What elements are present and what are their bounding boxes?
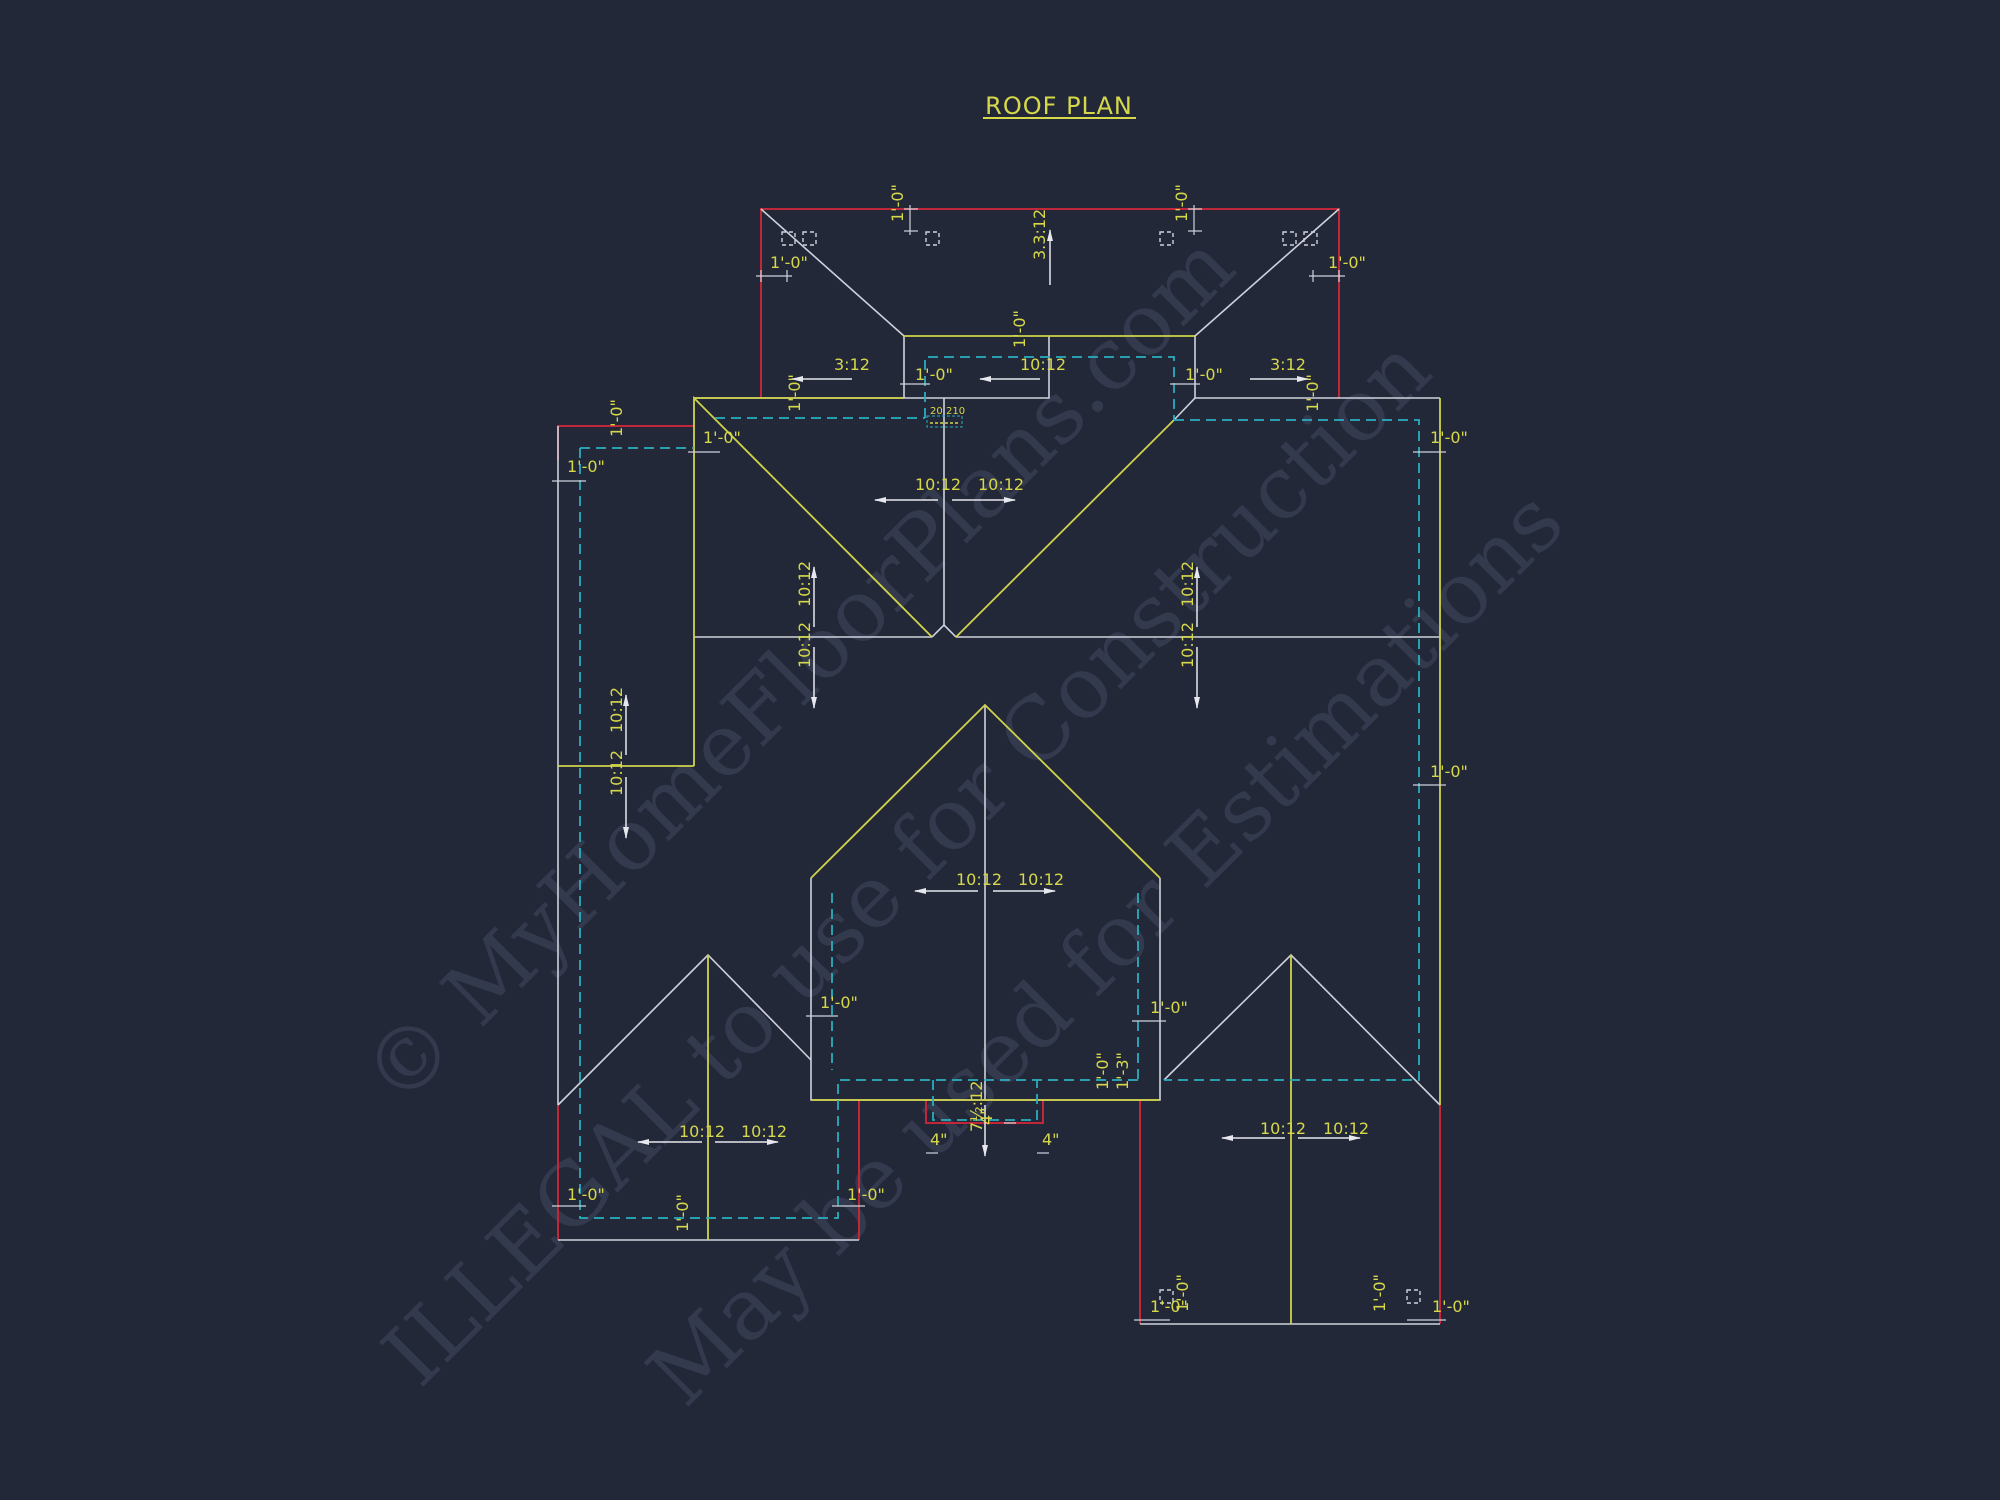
- dimension-label: 1'-0": [703, 428, 741, 447]
- dimension-label: 1'-0": [1430, 762, 1468, 781]
- dimension-label: 1'-3": [1113, 1052, 1132, 1090]
- dimension-labels: 1'-0"1'-0"1'-0"1'-0"1'-0"1'-0"1'-0"1'-0"…: [567, 184, 1470, 1316]
- slope-label: 10:12: [1018, 870, 1064, 889]
- dimension-label: 1'-0": [915, 365, 953, 384]
- dimension-label: 1'-0": [1328, 253, 1366, 272]
- slope-label: 10:12: [607, 750, 626, 796]
- slope-label: 10:12: [1323, 1119, 1369, 1138]
- vent-tag-left: 20: [930, 406, 943, 417]
- slope-label: 7½:12: [967, 1081, 986, 1132]
- dimension-label: 1'-0": [567, 1185, 605, 1204]
- slope-label: 10:12: [1178, 561, 1197, 607]
- dimension-ticks: [552, 205, 1446, 1321]
- slope-label: 10:12: [795, 561, 814, 607]
- slope-label: 10:12: [607, 687, 626, 733]
- dimension-label: 1'-0": [888, 184, 907, 222]
- dimension-label: 1'-0": [1430, 428, 1468, 447]
- dimension-label: 1'-0": [1172, 184, 1191, 222]
- watermark: © MyHomeFloorPlans.com ILLEGAL to use fo…: [344, 215, 1583, 1424]
- watermark-line-2: ILLEGAL to use for Construction: [364, 319, 1450, 1405]
- slope-label: 10:12: [679, 1122, 725, 1141]
- dimension-label: 1'-0": [1150, 1297, 1188, 1316]
- dimension-label: 1'-0": [1150, 998, 1188, 1017]
- dimension-label: 4": [977, 1107, 996, 1125]
- vent-tag-right: 210: [946, 406, 965, 417]
- vent-markers: [781, 231, 1421, 1304]
- wall-lines: [579, 356, 1420, 1219]
- dimension-label: 1'-0": [847, 1185, 885, 1204]
- dimension-label: 4": [930, 1130, 948, 1149]
- dimension-label: 1'-0": [1010, 310, 1029, 348]
- slope-label: 3:12: [834, 355, 870, 374]
- vent-tag: 20 210: [926, 406, 965, 428]
- dimension-label: 1'-0": [1173, 1274, 1192, 1312]
- dimension-label: 1'-0": [673, 1194, 692, 1232]
- dimension-label: 1'-0": [1370, 1274, 1389, 1312]
- slope-label: 10:12: [795, 622, 814, 668]
- title-text: ROOF PLAN: [985, 92, 1133, 120]
- slope-arrows: [623, 229, 1361, 1157]
- drawing-title: ROOF PLAN: [983, 92, 1136, 120]
- valley-lines: [558, 335, 1441, 1324]
- dimension-label: 1'-0": [1303, 374, 1322, 412]
- slope-label: 10:12: [1178, 622, 1197, 668]
- dimension-label: 1'-0": [770, 253, 808, 272]
- slope-label: 10:12: [1260, 1119, 1306, 1138]
- slope-label: 10:12: [741, 1122, 787, 1141]
- dimension-label: 1'-0": [1432, 1297, 1470, 1316]
- slope-label: 10:12: [915, 475, 961, 494]
- slope-label: 10:12: [1020, 355, 1066, 374]
- dimension-label: 1'-0": [607, 399, 626, 437]
- dimension-label: 4": [1042, 1130, 1060, 1149]
- dimension-label: 1'-0": [567, 457, 605, 476]
- slope-label: 10:12: [956, 870, 1002, 889]
- slope-labels: 3.3:12 3:12 10:12 3:12 10:12 10:12 10:12 10:12 1…: [607, 209, 1369, 1141]
- dimension-label: 1'-0": [785, 374, 804, 412]
- slope-label: 3:12: [1270, 355, 1306, 374]
- slope-label: 10:12: [978, 475, 1024, 494]
- dimension-label: 1'-0": [820, 993, 858, 1012]
- slope-label: 3.3:12: [1030, 209, 1049, 260]
- dimension-label: 1'-0": [1185, 365, 1223, 384]
- dimension-label: 1'-0": [1093, 1052, 1112, 1090]
